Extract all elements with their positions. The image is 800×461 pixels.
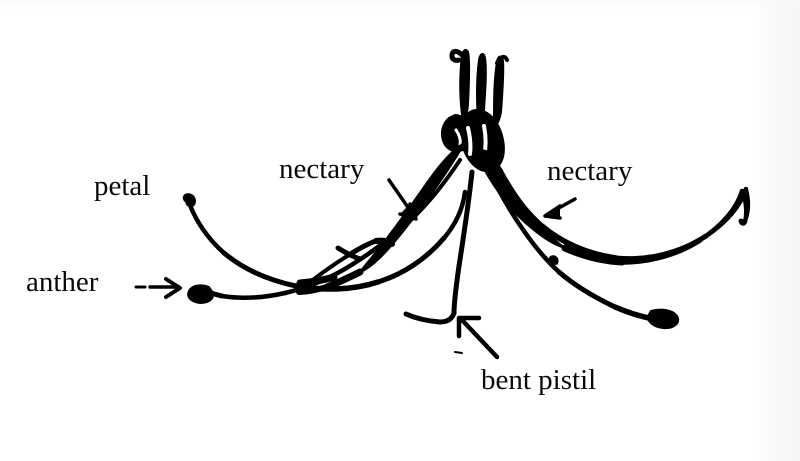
bent-pistil [403, 169, 475, 325]
nectary-left-leader-arrow [387, 178, 418, 221]
right-petal [497, 167, 751, 262]
label-bent-pistil: bent pistil [481, 364, 597, 396]
bent-pistil-leader-arrow [454, 315, 500, 360]
label-petal: petal [94, 170, 151, 202]
label-nectary-right: nectary [547, 155, 633, 187]
crossing-bract-strokes [296, 237, 395, 292]
label-anther: anther [26, 266, 99, 298]
label-nectary-left: nectary [279, 153, 365, 185]
receptacle-hub [440, 108, 505, 173]
leader-arrows [134, 178, 577, 360]
anther-leader-arrow [134, 277, 182, 299]
nectary-right-leader-arrow [543, 197, 577, 220]
right-stamen [483, 161, 680, 330]
